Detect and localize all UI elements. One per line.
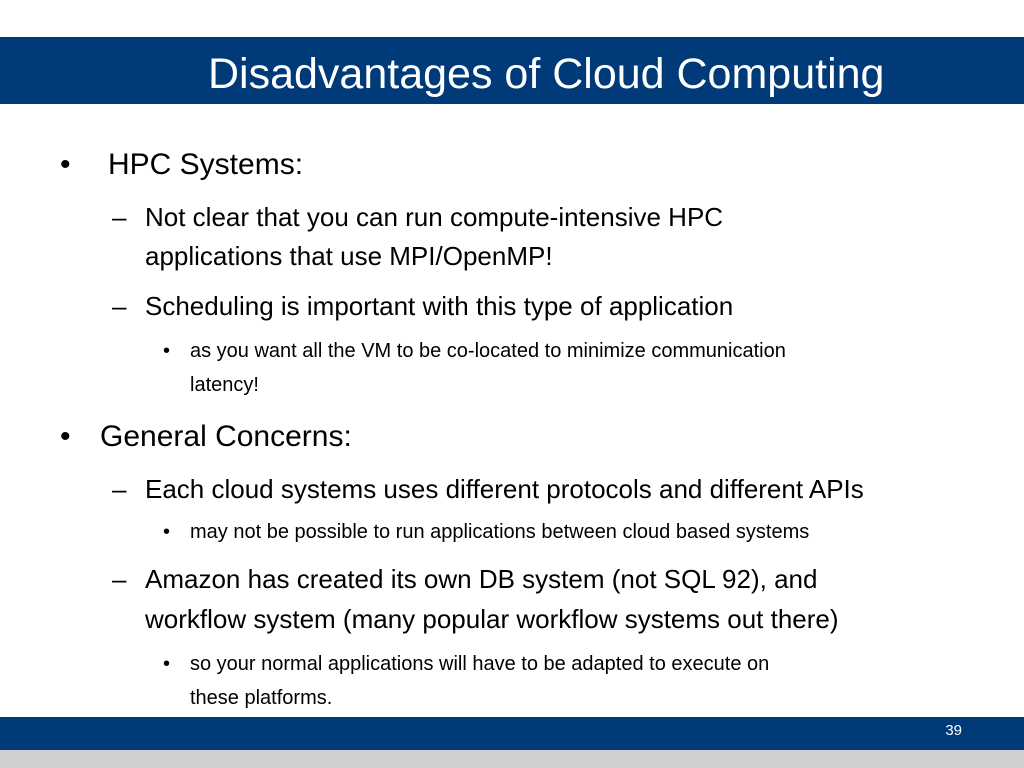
top-margin-band xyxy=(0,0,1024,37)
bullet-text-line2: these platforms. xyxy=(190,687,333,709)
bullet-marker: • xyxy=(163,340,171,362)
dash-marker: – xyxy=(112,564,127,594)
bullet-text: General Concerns: xyxy=(100,420,352,453)
bullet-text-line2: applications that use MPI/OpenMP! xyxy=(145,241,553,271)
title-bar xyxy=(0,37,1024,104)
footer-strip xyxy=(0,750,1024,768)
dash-marker: – xyxy=(112,291,127,321)
slide-title: Disadvantages of Cloud Computing xyxy=(208,50,885,98)
bullet-text-line2: workflow system (many popular workflow s… xyxy=(145,604,839,634)
bullet-marker: • xyxy=(163,653,171,675)
bullet-text-line2: latency! xyxy=(190,374,259,396)
bullet-text-line1: so your normal applications will have to… xyxy=(190,653,770,675)
bullet-text-line1: Amazon has created its own DB system (no… xyxy=(145,564,818,594)
bullet-text-line1: as you want all the VM to be co-located … xyxy=(190,340,786,362)
bullet-marker: • xyxy=(163,521,171,543)
slide-number: 39 xyxy=(945,722,962,739)
bullet-text: Scheduling is important with this type o… xyxy=(145,291,734,321)
dash-marker: – xyxy=(112,474,127,504)
bullet-text-line1: Not clear that you can run compute-inten… xyxy=(145,202,724,232)
bullet-text: Each cloud systems uses different protoc… xyxy=(145,474,864,504)
bullet-text: may not be possible to run applications … xyxy=(190,521,810,543)
dash-marker: – xyxy=(112,202,127,232)
bullet-text: HPC Systems: xyxy=(108,148,304,181)
bullet-marker: • xyxy=(60,420,71,453)
footer-bar xyxy=(0,717,1024,750)
bullet-marker: • xyxy=(60,148,71,181)
